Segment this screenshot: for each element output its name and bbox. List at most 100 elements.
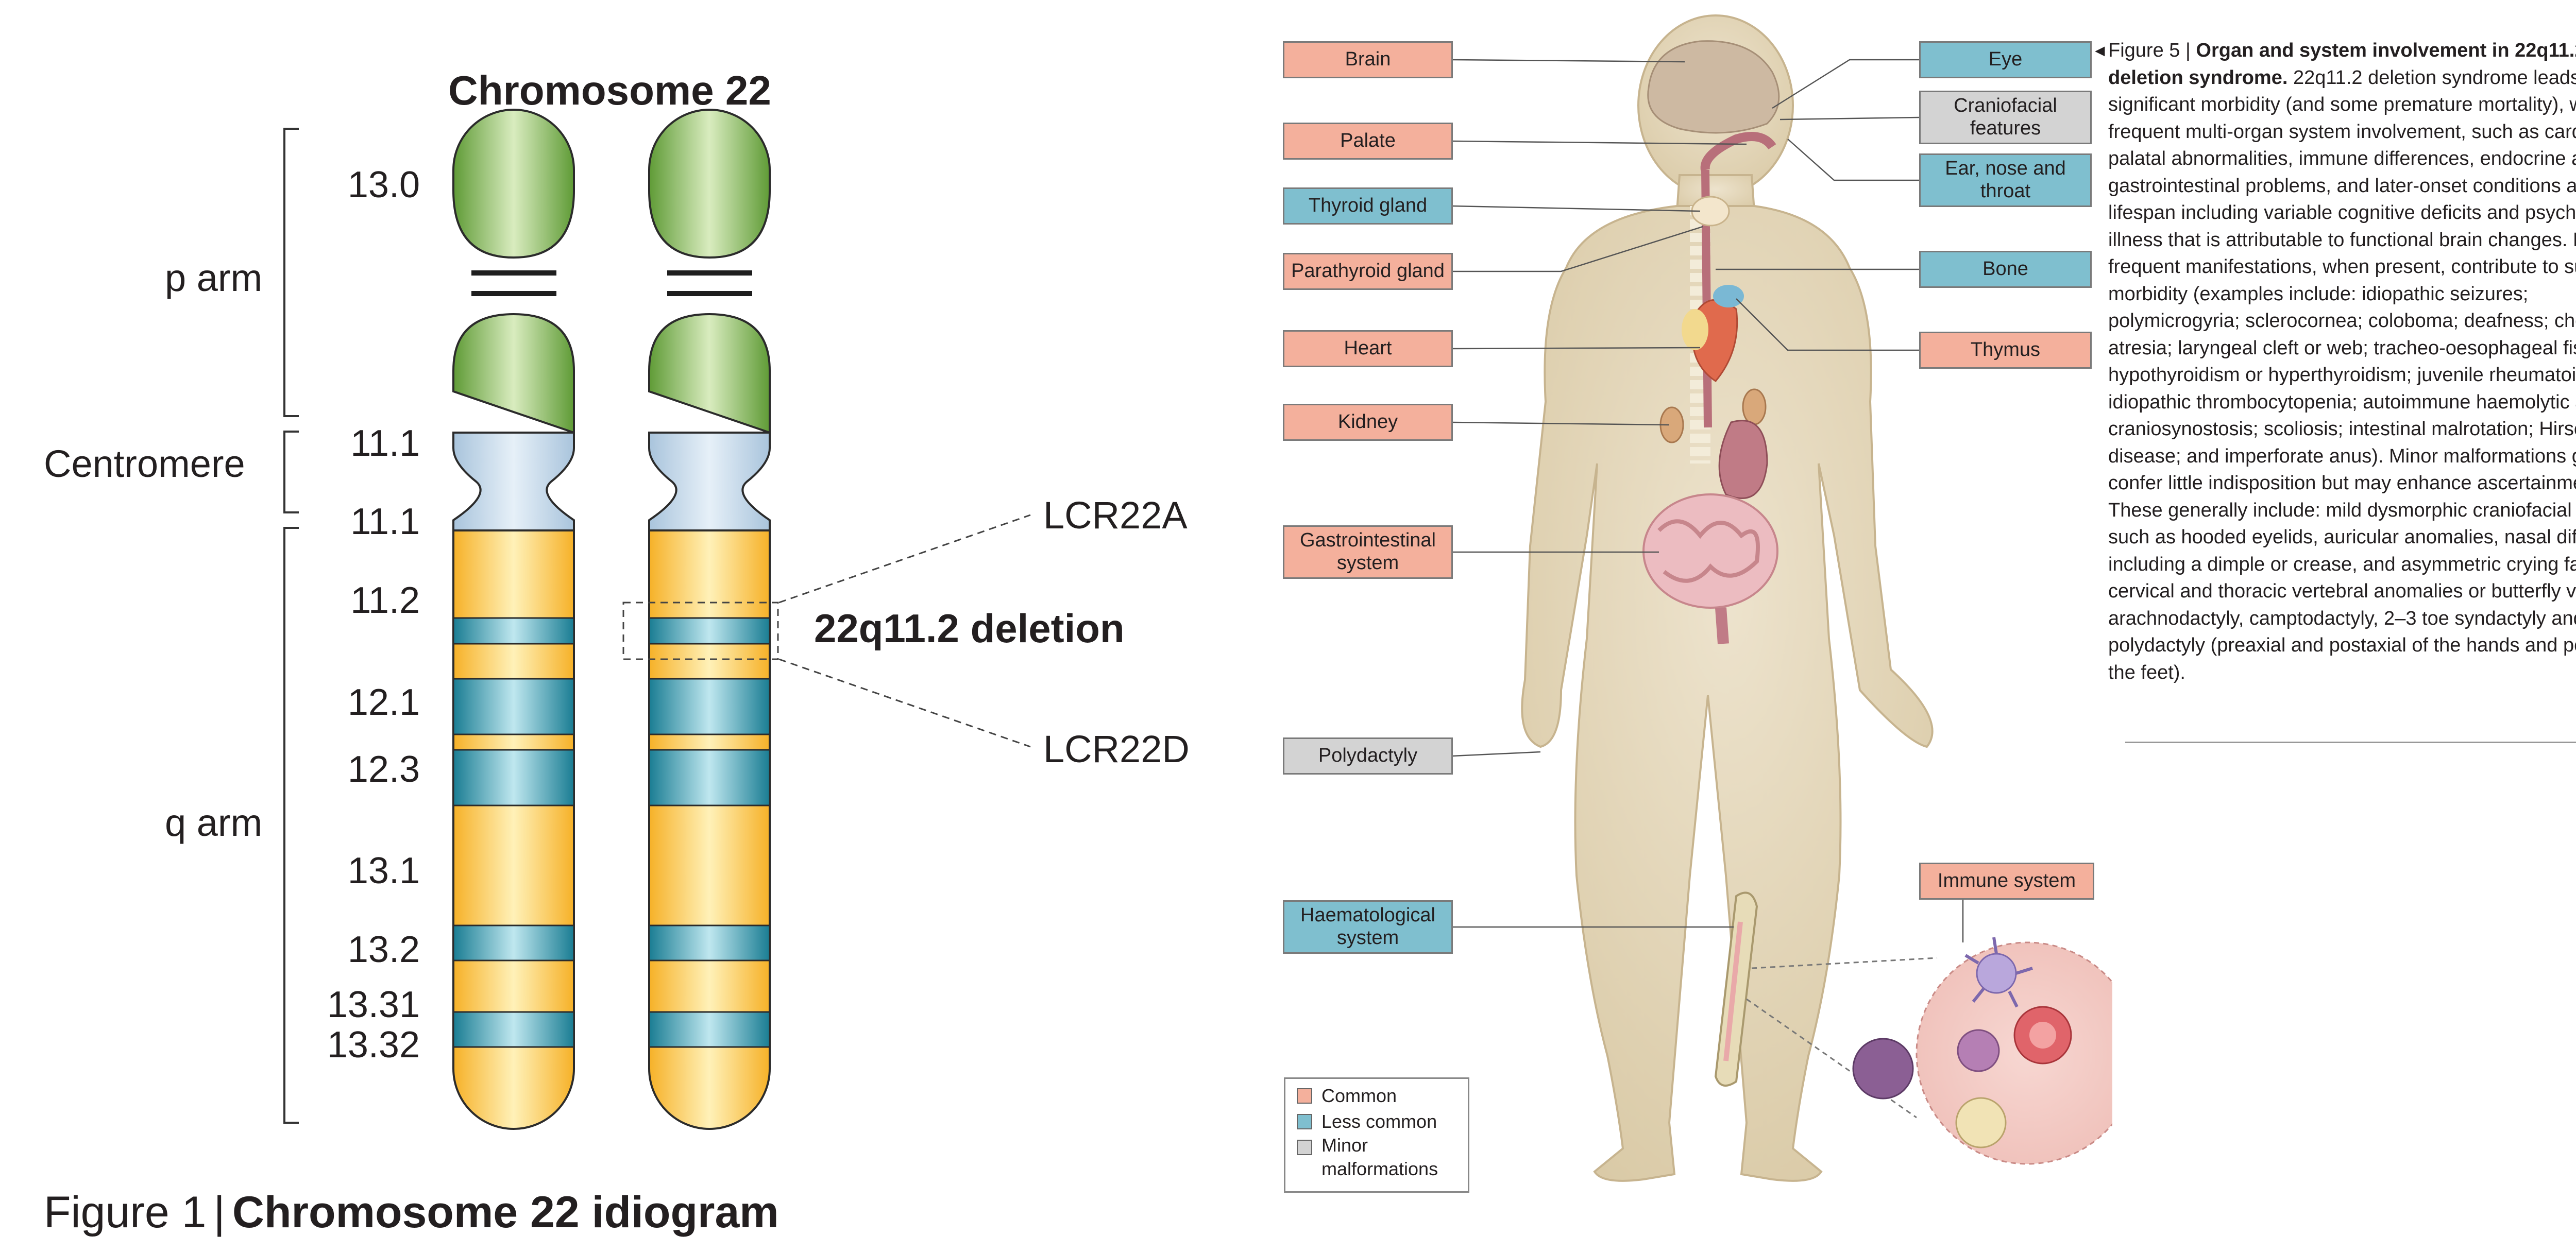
band-label: 13.32 xyxy=(327,1024,420,1066)
organ-label: Brain xyxy=(1345,48,1391,71)
lcr22d-label: LCR22D xyxy=(1043,728,1190,770)
band-13-2 xyxy=(648,924,771,962)
band-label: 13.2 xyxy=(347,929,420,970)
organ-label: Immune system xyxy=(1937,870,2076,892)
organ-box-craniofacial-features[interactable]: Craniofacial features xyxy=(1919,91,2092,144)
organ-box-kidney[interactable]: Kidney xyxy=(1283,404,1453,441)
organ-label: Haematological system xyxy=(1300,904,1435,949)
thymus-shape xyxy=(1713,285,1744,307)
band-label: 12.1 xyxy=(347,682,420,723)
legend-label: Common xyxy=(1321,1085,1397,1106)
figure5-caption: ◄ Figure 5 | Organ and system involvemen… xyxy=(2092,37,2576,686)
organ-box-eye[interactable]: Eye xyxy=(1919,41,2092,78)
figure1-prefix: Figure 1 xyxy=(44,1188,207,1237)
band-13-31 xyxy=(648,1011,771,1048)
band-12-3 xyxy=(648,749,771,806)
legend-swatch-less-common xyxy=(1297,1114,1312,1129)
lymphocyte-cell xyxy=(1957,1029,2000,1072)
organ-box-bone[interactable]: Bone xyxy=(1919,251,2092,288)
band-12-3 xyxy=(452,749,575,806)
organ-label: Gastrointestinal system xyxy=(1299,529,1436,574)
band-13-2 xyxy=(452,924,575,962)
dendritic-cell xyxy=(1964,937,2033,1008)
chromatid-right xyxy=(648,109,771,1130)
lung-shape xyxy=(1682,309,1708,350)
figure5-body: 22q11.2 deletion syndrome leads to signi… xyxy=(2108,66,2576,683)
p-arm-lower xyxy=(452,313,575,434)
legend-item-less-common: Less common xyxy=(1297,1111,1437,1132)
organ-box-gastrointestinal-system[interactable]: Gastrointestinal system xyxy=(1283,525,1453,579)
organ-label: Ear, nose and throat xyxy=(1945,158,2066,202)
bone-marrow-shape xyxy=(1723,921,1743,1061)
centromere-label: Centromere xyxy=(44,442,245,485)
band-label: 12.3 xyxy=(347,749,420,790)
band-label: 13.1 xyxy=(347,850,420,891)
legend-label: Less common xyxy=(1321,1111,1437,1132)
p-arm-lower xyxy=(648,313,771,434)
organ-box-haematological-system[interactable]: Haematological system xyxy=(1283,900,1453,954)
legend-item-common: Common xyxy=(1297,1085,1397,1107)
legend-item-minor: Minor malformations xyxy=(1297,1135,1451,1181)
rectum-shape xyxy=(1715,607,1729,644)
q-arm-bracket xyxy=(283,527,299,1124)
organ-leader-lines xyxy=(1451,59,1964,942)
organ-label: Thyroid gland xyxy=(1308,195,1428,217)
organ-box-polydactyly[interactable]: Polydactyly xyxy=(1283,737,1453,775)
chromosome-title: Chromosome 22 xyxy=(448,67,771,113)
band-11-2 xyxy=(648,617,771,645)
macrophage-cell xyxy=(1852,1038,1914,1100)
figure5-title: Organ and system involvement in 22q11.2 … xyxy=(2108,40,2576,89)
kidney-right-shape xyxy=(1742,388,1767,425)
p-arm-upper xyxy=(648,109,771,259)
brain-shape xyxy=(1647,40,1780,134)
legend: Common Less common Minor malformations xyxy=(1284,1077,1469,1193)
figure1-separator: | xyxy=(213,1188,225,1237)
organ-box-immune-system[interactable]: Immune system xyxy=(1919,863,2094,900)
organ-box-brain[interactable]: Brain xyxy=(1283,41,1453,78)
legend-label: Minor malformations xyxy=(1321,1135,1438,1179)
chromatid-left xyxy=(452,109,575,1130)
organ-label: Palate xyxy=(1340,130,1396,152)
centromere xyxy=(452,432,575,531)
deletion-label: 22q11.2 deletion xyxy=(814,606,1125,651)
caption-marker-icon: ◄ xyxy=(2092,41,2108,60)
p-arm-label: p arm xyxy=(165,256,263,299)
body-illustration xyxy=(1451,14,2112,1182)
organ-label: Kidney xyxy=(1337,411,1398,433)
band-11-2 xyxy=(452,617,575,645)
centromere xyxy=(648,432,771,531)
organ-label: Thymus xyxy=(1970,339,2041,361)
organ-box-palate[interactable]: Palate xyxy=(1283,123,1453,160)
band-12-1 xyxy=(452,678,575,735)
organ-box-heart[interactable]: Heart xyxy=(1283,330,1453,367)
band-13-31 xyxy=(452,1011,575,1048)
figure1-caption: Figure 1|Chromosome 22 idiogram xyxy=(44,1187,779,1238)
organ-box-ear-nose-throat[interactable]: Ear, nose and throat xyxy=(1919,153,2092,207)
immune-leader xyxy=(1751,957,1938,969)
band-label: 13.31 xyxy=(327,984,420,1025)
organ-label: Eye xyxy=(1988,48,2023,71)
figure5-prefix: Figure 5 | xyxy=(2108,40,2191,61)
legend-swatch-minor xyxy=(1297,1140,1312,1155)
organ-label: Polydactyly xyxy=(1318,745,1418,767)
band-label: 13.0 xyxy=(347,164,420,205)
immune-leader xyxy=(1746,998,1917,1119)
organ-box-thymus[interactable]: Thymus xyxy=(1919,332,2092,369)
p-arm-upper xyxy=(452,109,575,259)
organ-box-parathyroid-gland[interactable]: Parathyroid gland xyxy=(1283,253,1453,290)
organ-label: Bone xyxy=(1982,258,2028,280)
stomach-shape xyxy=(1718,420,1768,499)
organ-box-thyroid-gland[interactable]: Thyroid gland xyxy=(1283,187,1453,225)
q-arm-label: q arm xyxy=(165,801,263,844)
caption-divider xyxy=(2125,742,2576,743)
chromosome-graphic xyxy=(283,109,1031,1130)
oesophagus-shape xyxy=(1700,132,1776,171)
centromere-bracket xyxy=(283,431,299,513)
band-label: 11.1 xyxy=(350,501,420,542)
lcr22a-label: LCR22A xyxy=(1043,494,1188,537)
band-label: 11.2 xyxy=(350,580,420,621)
legend-swatch-common xyxy=(1297,1088,1312,1104)
organ-label: Craniofacial features xyxy=(1954,95,2057,139)
intestine-coils xyxy=(1657,519,1760,583)
erythrocyte-center xyxy=(2029,1022,2056,1049)
